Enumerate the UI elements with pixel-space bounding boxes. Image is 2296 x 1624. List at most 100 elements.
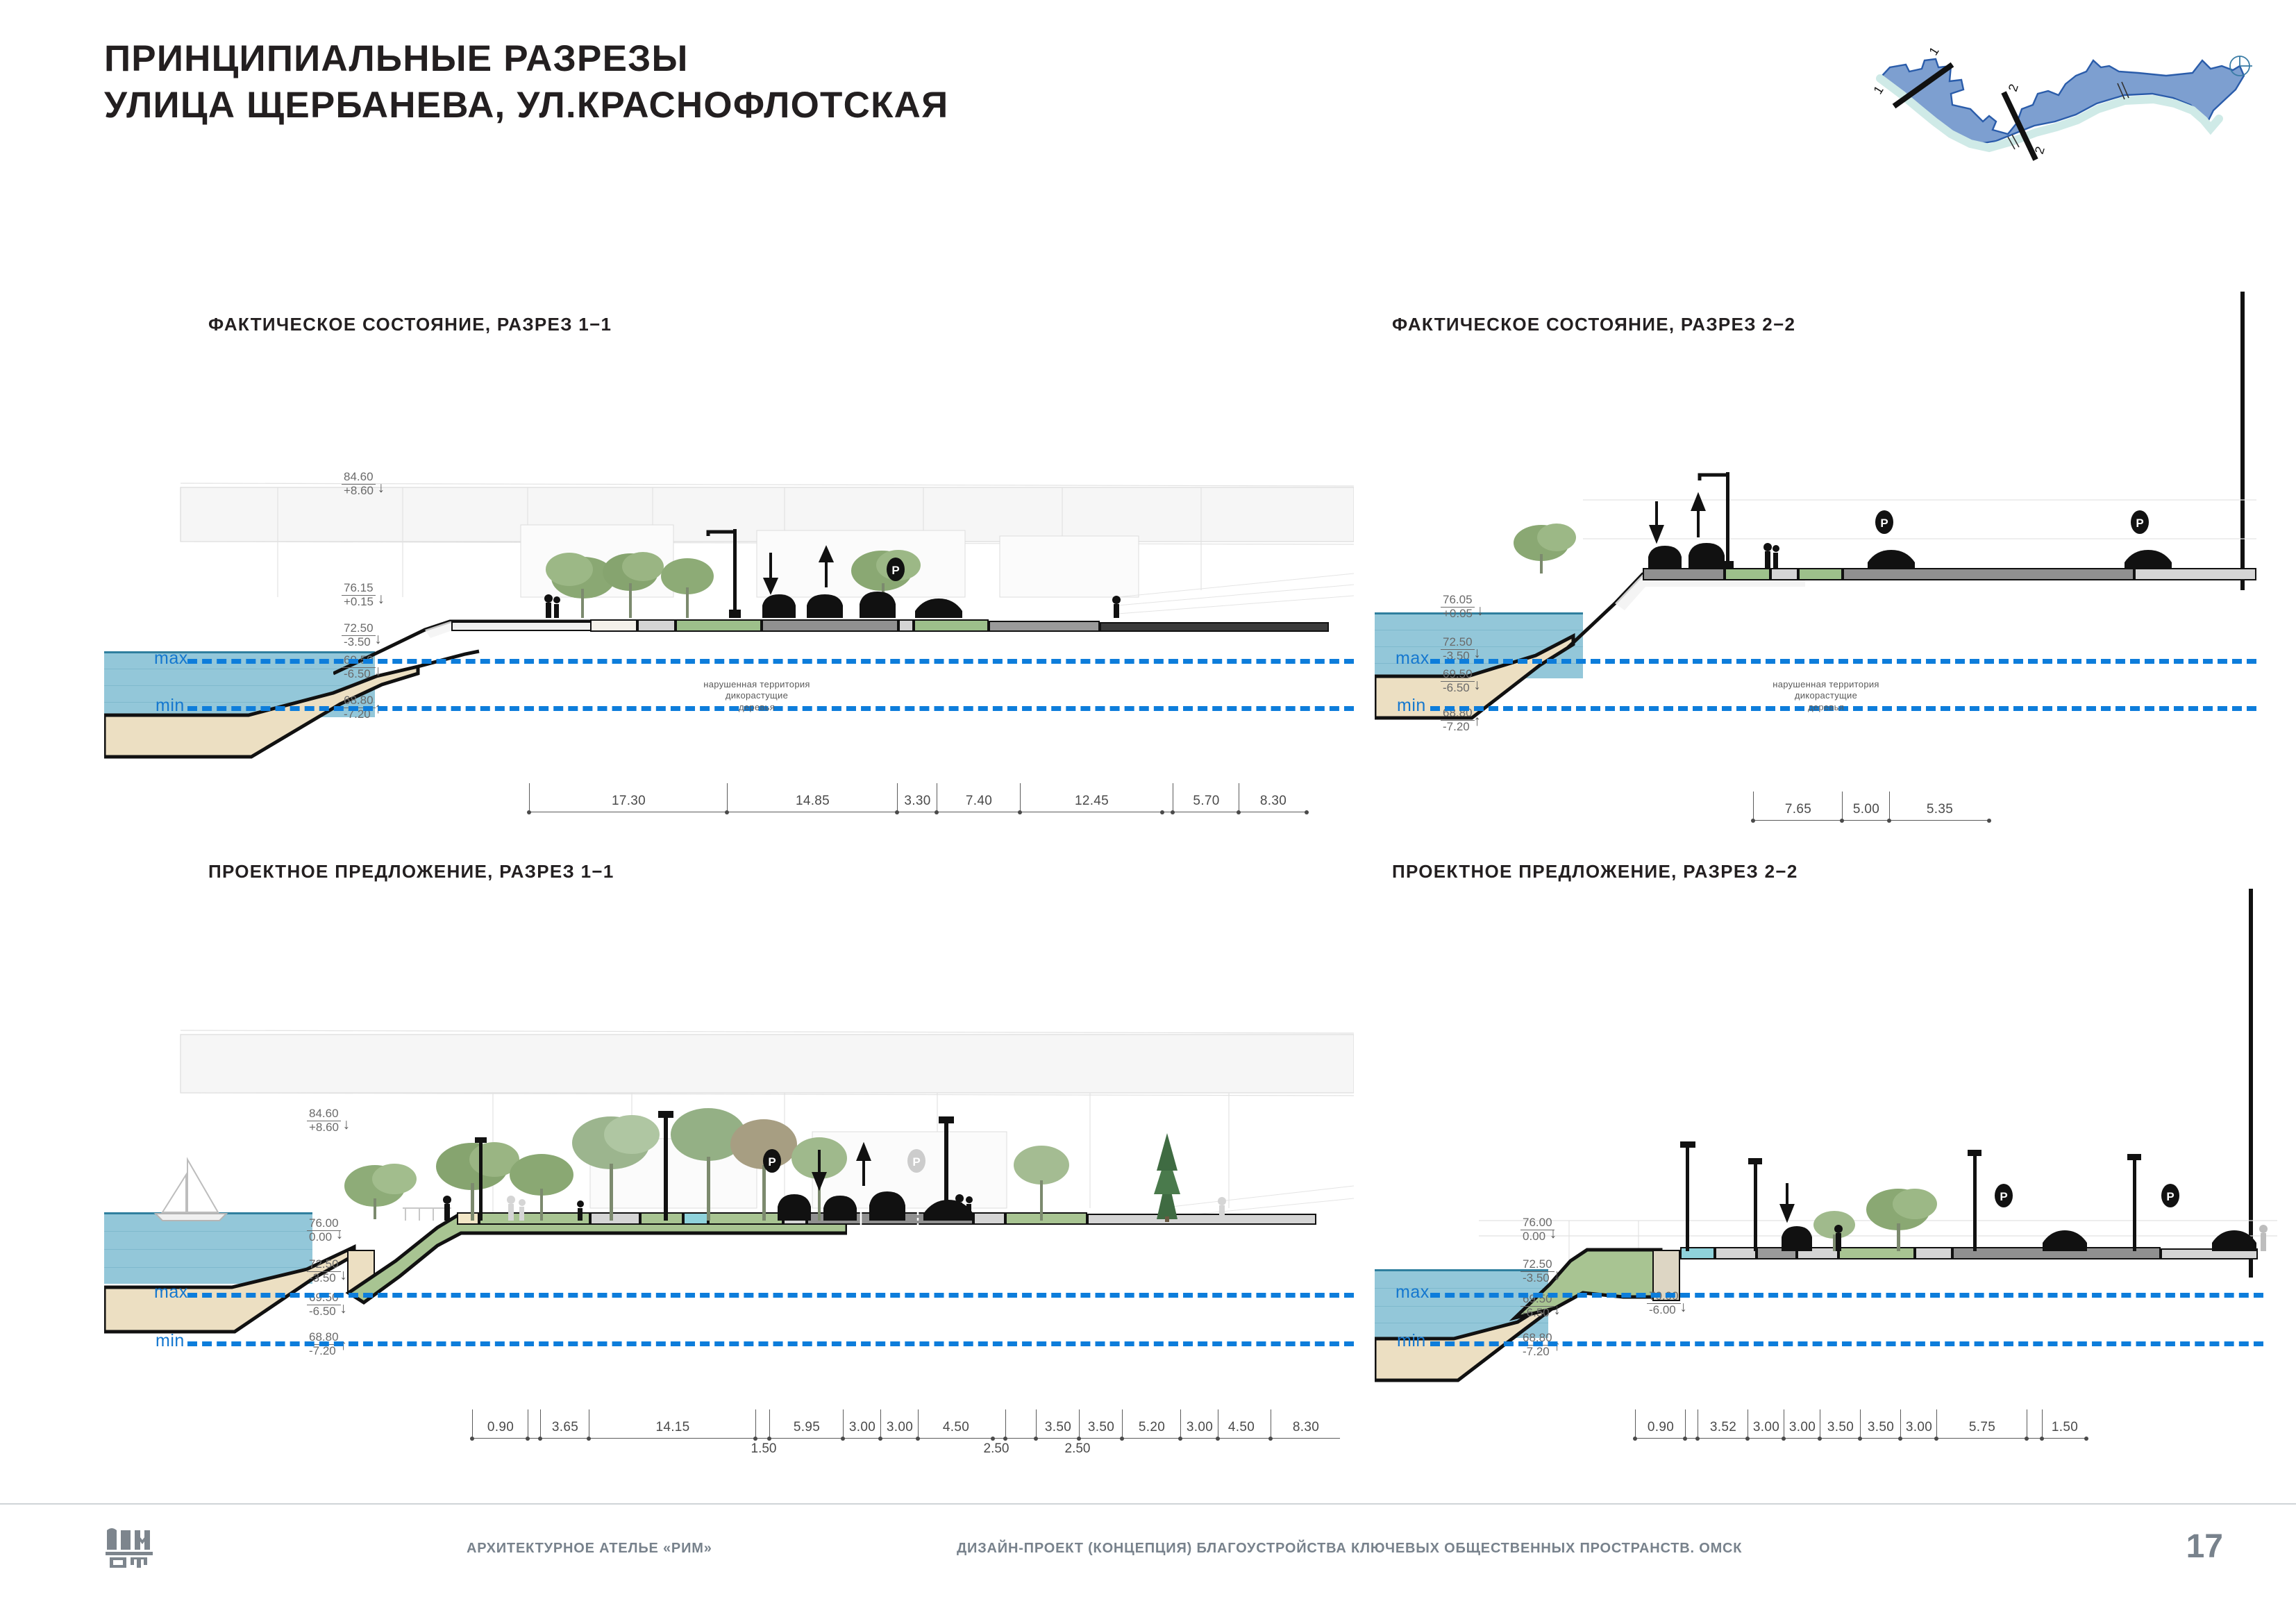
svg-text:P: P bbox=[2136, 517, 2143, 530]
strip-lawn-right bbox=[1798, 568, 1843, 580]
page-number: 17 bbox=[2186, 1528, 2223, 1565]
street-lamp-icon bbox=[475, 1111, 954, 1221]
strip-sidewalk-left bbox=[637, 619, 676, 632]
min-level-label: min bbox=[156, 1331, 185, 1350]
elevation-marker: 72.50 -3.50↓ bbox=[1520, 1258, 1561, 1284]
footer-project: ДИЗАЙН-ПРОЕКТ (КОНЦЕПЦИЯ) БЛАГОУСТРОЙСТВ… bbox=[957, 1541, 1743, 1556]
direction-arrow-down-icon bbox=[812, 1150, 827, 1191]
strip-paving-a bbox=[590, 1212, 640, 1225]
car-icon bbox=[762, 592, 962, 618]
max-water-level-line bbox=[1430, 659, 2256, 664]
car-icon bbox=[1782, 1226, 2256, 1251]
svg-text:P: P bbox=[2166, 1190, 2174, 1203]
water-body bbox=[1375, 612, 1583, 678]
street-lamp-icon bbox=[706, 529, 741, 618]
elevation-marker: 76.00 0.00↓ bbox=[1520, 1216, 1557, 1243]
max-level-label: max bbox=[154, 648, 188, 668]
parking-sign-icon: P bbox=[887, 558, 905, 581]
direction-arrow-up-icon bbox=[856, 1141, 871, 1186]
disturbed-territory-note: нарушенная территория дикорастущие дерев… bbox=[703, 679, 810, 712]
dimension-row-existing-2-2: 7.65 5.00 5.35 bbox=[1751, 792, 1991, 823]
pedestrian-icon bbox=[544, 594, 1121, 618]
strip-lawn bbox=[1838, 1247, 1915, 1259]
parking-sign-icon: P bbox=[1875, 510, 1893, 534]
max-level-label: max bbox=[1396, 648, 1430, 668]
elevation-marker: 84.60 +8.60↓ bbox=[342, 471, 385, 497]
direction-arrow-down-icon bbox=[1779, 1183, 1795, 1223]
elevation-marker: 76.05 +0.05↓ bbox=[1441, 594, 1484, 620]
footer-studio: АРХИТЕКТУРНОЕ АТЕЛЬЕ «РИМ» bbox=[467, 1541, 712, 1556]
section-drawing-proposed-1-1: P P bbox=[104, 1000, 1354, 1375]
elevation-marker: 72.50 -3.50↓ bbox=[342, 622, 382, 648]
strip-curb bbox=[898, 619, 914, 632]
svg-text:P: P bbox=[768, 1155, 776, 1169]
dimension-row-proposed-1-1: 0.90 3.65 14.15 5.95 3.00 3.00 4.50 3.50… bbox=[470, 1409, 1340, 1441]
sub-dimension: 1.50 bbox=[751, 1441, 777, 1456]
north-arrow-icon bbox=[2229, 56, 2252, 76]
section-title-proposed-1-1: ПРОЕКТНОЕ ПРЕДЛОЖЕНИЕ, РАЗРЕЗ 1−1 bbox=[208, 861, 614, 882]
disturbed-territory-note: нарушенная территория дикорастущие дерев… bbox=[1773, 679, 1879, 712]
strip-paving-a bbox=[1715, 1247, 1757, 1259]
pedestrian-icon bbox=[1763, 543, 1779, 569]
keymap-label-2a: 2 bbox=[2006, 83, 2021, 94]
elevation-marker: 72.50 -3.50↓ bbox=[307, 1258, 347, 1284]
sub-dimension: 2.50 bbox=[983, 1441, 1009, 1456]
strip-lawn-d bbox=[1005, 1212, 1087, 1225]
min-water-level-line bbox=[1430, 1341, 2263, 1346]
parking-sign-icon: P P bbox=[763, 1149, 925, 1173]
parking-sign-icon: P P bbox=[1995, 1184, 2179, 1207]
max-level-label: max bbox=[154, 1282, 188, 1302]
svg-text:P: P bbox=[1880, 517, 1888, 530]
max-level-label: max bbox=[1396, 1282, 1430, 1302]
strip-roadway bbox=[762, 619, 898, 632]
direction-arrow-down-icon bbox=[762, 553, 779, 595]
tree-icon bbox=[344, 1108, 1180, 1222]
sailboat-icon bbox=[153, 1157, 228, 1221]
quay-wall bbox=[1652, 1250, 1680, 1301]
max-water-level-line bbox=[187, 1293, 1354, 1298]
street-lamp-icon bbox=[1698, 472, 1734, 569]
section-title-existing-2-2: ФАКТИЧЕСКОЕ СОСТОЯНИЕ, РАЗРЕЗ 2−2 bbox=[1392, 314, 1796, 335]
section-title-existing-1-1: ФАКТИЧЕСКОЕ СОСТОЯНИЕ, РАЗРЕЗ 1−1 bbox=[208, 314, 612, 335]
strip-shoulder bbox=[989, 621, 1100, 632]
keymap-label-1b: 1 bbox=[1926, 44, 1941, 58]
min-level-label: min bbox=[156, 696, 185, 715]
section-title-proposed-2-2: ПРОЕКТНОЕ ПРЕДЛОЖЕНИЕ, РАЗРЕЗ 2−2 bbox=[1392, 861, 1798, 882]
elevation-marker: 84.60 +8.60↓ bbox=[307, 1107, 350, 1134]
sub-dimension: 2.50 bbox=[1064, 1441, 1091, 1456]
direction-arrow-up-icon bbox=[818, 545, 835, 587]
min-level-label: min bbox=[1397, 696, 1426, 715]
strip-lawn-left bbox=[676, 619, 762, 632]
strip-parking bbox=[1643, 568, 1725, 580]
elevation-marker: 69.50 -6.50↓ bbox=[1441, 668, 1481, 694]
pedestrian-icon bbox=[2259, 1225, 2268, 1251]
svg-text:P: P bbox=[912, 1155, 920, 1169]
svg-text:P: P bbox=[2000, 1190, 2007, 1203]
strip-shoulder bbox=[2134, 568, 2256, 580]
min-water-level-line bbox=[1430, 706, 2256, 711]
page-title: ПРИНЦИПИАЛЬНЫЕ РАЗРЕЗЫ УЛИЦА ЩЕРБАНЕВА, … bbox=[104, 38, 949, 126]
section-drawing-existing-2-2: P P bbox=[1375, 292, 2256, 785]
strip-roadway bbox=[1843, 568, 2134, 580]
min-water-level-line bbox=[187, 1341, 1354, 1346]
svg-text:P: P bbox=[891, 564, 899, 577]
elevation-marker: 72.50 -3.50↓ bbox=[1441, 636, 1481, 662]
parking-sign-icon: P bbox=[2131, 510, 2149, 534]
strip-lawn-left bbox=[1725, 568, 1770, 580]
pedestrian-icon bbox=[1834, 1225, 1843, 1251]
car-icon bbox=[778, 1191, 973, 1221]
min-level-label: min bbox=[1397, 1331, 1426, 1350]
elevation-marker: 76.00 0.00↓ bbox=[307, 1217, 343, 1244]
section-drawing-proposed-2-2: P P bbox=[1375, 889, 2277, 1389]
domrf-logo bbox=[104, 1526, 158, 1569]
strip-sidewalk bbox=[1770, 568, 1798, 580]
min-water-level-line bbox=[187, 706, 1354, 711]
green-slope bbox=[345, 1213, 847, 1305]
max-water-level-line bbox=[187, 659, 1354, 664]
section-drawing-existing-1-1: P bbox=[104, 458, 1354, 785]
tree-icon bbox=[1813, 1189, 1937, 1251]
river-bank bbox=[104, 664, 420, 759]
direction-arrow-up-icon bbox=[1691, 492, 1706, 537]
footer-divider bbox=[0, 1503, 2296, 1505]
elevation-marker: 69.50 -6.50↓ bbox=[342, 654, 382, 680]
